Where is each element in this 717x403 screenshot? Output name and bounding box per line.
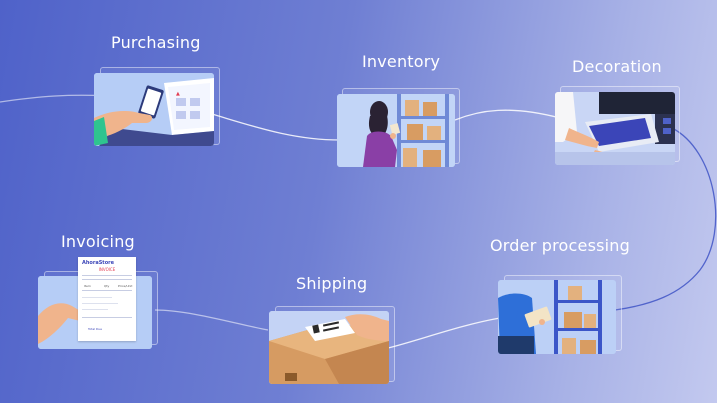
invoice-rule [82,317,132,318]
invoice-rule [82,275,132,276]
invoice-rule [82,279,132,280]
invoice-line [82,303,118,304]
warehouse-shelf-icon [337,94,455,167]
printing-press-icon [555,92,675,165]
package-box-icon [269,311,389,384]
invoice-paper: AhoraStore INVOICE Item Qty Price/Unit T… [78,257,136,341]
invoice-col-price: Price/Unit [118,284,133,288]
inventory-label: Inventory [362,52,441,71]
invoice-footer: Total Due [88,327,103,331]
invoicing-label: Invoicing [61,232,135,251]
decoration-card [555,92,675,165]
invoice-line [82,309,108,310]
inventory-card [337,94,455,167]
invoice-heading: INVOICE [98,267,116,272]
laptop-phone-icon: ▲ [94,73,214,146]
invoice-line [82,297,112,298]
invoice-col-qty: Qty [104,284,110,288]
clipboard-worker-icon [498,280,616,354]
order-processing-label: Order processing [490,236,630,255]
order-processing-card [498,280,616,354]
svg-text:▲: ▲ [176,91,180,97]
decoration-label: Decoration [572,57,662,76]
shipping-label: Shipping [296,274,368,293]
invoice-rule [82,290,132,291]
invoice-brand: AhoraStore [82,260,114,266]
purchasing-label: Purchasing [111,33,201,52]
invoice-col-item: Item [84,284,91,288]
purchasing-card: ▲ [94,73,214,146]
shipping-card [269,311,389,384]
